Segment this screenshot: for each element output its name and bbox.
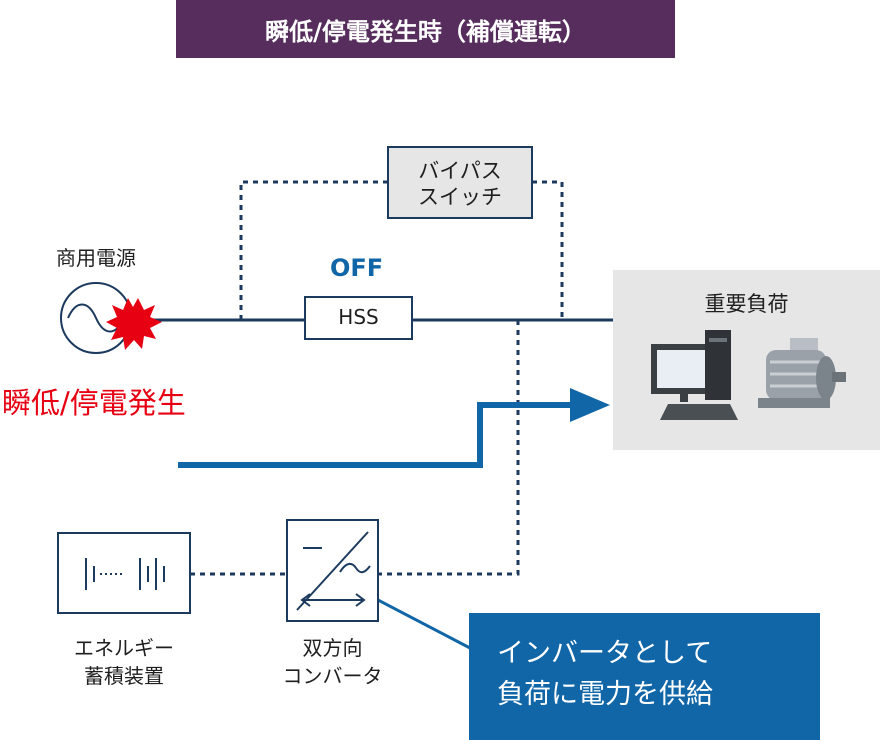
power-source-label: 商用電源 <box>56 246 136 270</box>
hss-state-label: OFF <box>330 254 384 282</box>
inverter-callout: インバータとして 負荷に電力を供給 <box>469 613 820 740</box>
callout-connector <box>377 598 471 650</box>
motor-icon <box>758 338 846 408</box>
battery-icon <box>85 558 165 590</box>
storage-label-line2: 蓄積装置 <box>84 664 164 688</box>
load-label: 重要負荷 <box>704 292 789 316</box>
callout-line1: インバータとして <box>497 638 713 669</box>
storage-label-line1: エネルギー <box>74 636 174 660</box>
hss-label: HSS <box>338 305 379 329</box>
hss-box <box>304 296 413 340</box>
failure-burst-icon <box>106 298 162 350</box>
bypass-switch-line1: バイパス <box>418 159 502 183</box>
bypass-switch-box <box>387 146 533 219</box>
energy-storage-box <box>57 532 191 614</box>
power-flow-arrowhead <box>570 388 610 422</box>
bypass-switch-line2: スイッチ <box>418 185 502 209</box>
power-flow-path <box>178 402 572 468</box>
converter-label-line2: コンバータ <box>282 664 383 688</box>
computer-icon <box>651 330 738 420</box>
converter-link-line <box>378 320 520 576</box>
converter-symbol-icon <box>296 531 371 611</box>
page-title: 瞬低/停電発生時（補償運転） <box>176 0 675 58</box>
callout-line2: 負荷に電力を供給 <box>497 679 713 710</box>
converter-label: 双方向 コンバータ <box>262 634 403 690</box>
sine-wave-icon <box>67 303 125 333</box>
failure-event-label: 瞬低/停電発生 <box>2 386 186 420</box>
bypass-switch-label: バイパス スイッチ <box>388 158 532 210</box>
bypass-line-right <box>532 180 564 320</box>
converter-label-line1: 双方向 <box>302 636 363 660</box>
storage-label: エネルギー 蓄積装置 <box>40 634 208 690</box>
